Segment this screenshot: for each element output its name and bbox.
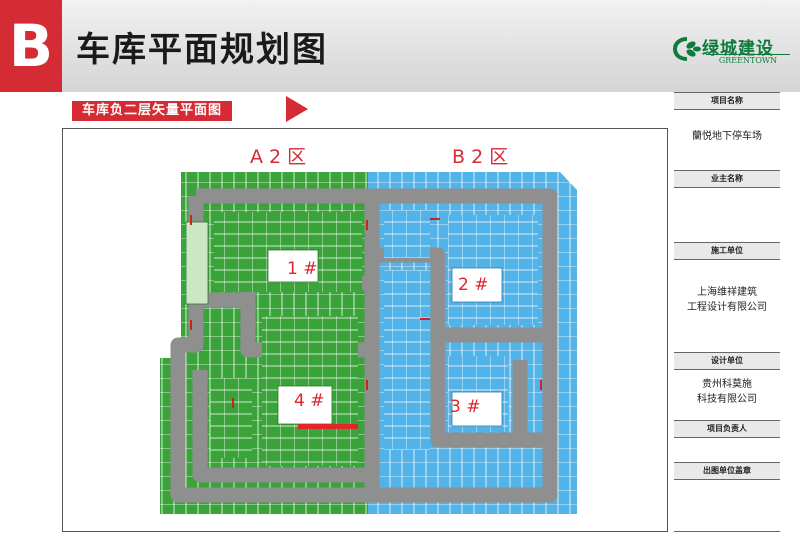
page-title: 车库平面规划图 bbox=[76, 30, 328, 70]
block-1-core bbox=[267, 249, 319, 283]
greentown-logo-icon bbox=[672, 37, 701, 61]
block-3-core bbox=[451, 391, 503, 427]
plan-subtitle: 车库负二层矢量平面图 bbox=[72, 101, 233, 121]
block-b-north bbox=[384, 210, 430, 258]
building-2-label: 2 # bbox=[458, 275, 488, 295]
info-row-seal: 出图单位盖章 bbox=[674, 462, 780, 532]
zone-b-label: B 2 区 bbox=[452, 146, 508, 168]
info-value-line: 工程设计有限公司 bbox=[687, 302, 767, 313]
info-row-owner: 业主名称 bbox=[674, 170, 780, 243]
building-3-label: 3 # bbox=[450, 397, 480, 417]
info-label: 项目名称 bbox=[674, 93, 780, 110]
info-label: 项目负责人 bbox=[674, 421, 780, 438]
info-label: 设计单位 bbox=[674, 353, 780, 370]
info-value-line: 贵州科莫施 bbox=[702, 379, 752, 390]
zone-a-label: A 2 区 bbox=[250, 146, 306, 168]
logo-english-text: GREENTOWN bbox=[706, 54, 790, 65]
block-b-west bbox=[384, 270, 430, 450]
info-value: 上海维祥建筑 工程设计有限公司 bbox=[674, 285, 780, 315]
info-value-line: 科技有限公司 bbox=[697, 394, 757, 405]
section-badge: B bbox=[0, 0, 62, 92]
info-row-designer: 设计单位 贵州科莫施 科技有限公司 bbox=[674, 352, 780, 421]
company-logo: 绿城建设 GREENTOWN bbox=[672, 34, 794, 68]
subtitle-arrow-icon bbox=[286, 96, 308, 122]
info-label: 施工单位 bbox=[674, 243, 780, 260]
building-4-label: 4 # bbox=[294, 391, 324, 411]
plan-frame bbox=[62, 128, 668, 532]
block-4-core bbox=[277, 385, 333, 425]
building-1-label: 1 # bbox=[287, 259, 317, 279]
info-row-project: 项目名称 蘭悦地下停车场 bbox=[674, 92, 780, 171]
fire-marker bbox=[298, 424, 358, 429]
info-value-line: 上海维祥建筑 bbox=[697, 287, 757, 298]
info-label: 出图单位盖章 bbox=[674, 463, 780, 480]
info-panel: 项目名称 蘭悦地下停车场 业主名称 施工单位 上海维祥建筑 工程设计有限公司 设… bbox=[674, 92, 780, 532]
block-2-core bbox=[451, 267, 503, 303]
block-a-west bbox=[210, 378, 252, 458]
dimension-marks bbox=[190, 215, 542, 408]
info-label: 业主名称 bbox=[674, 171, 780, 188]
info-row-contractor: 施工单位 上海维祥建筑 工程设计有限公司 bbox=[674, 242, 780, 353]
header-bar: B 车库平面规划图 绿城建设 GREENTOWN bbox=[0, 0, 800, 92]
block-a-ramp bbox=[185, 221, 209, 305]
info-value: 蘭悦地下停车场 bbox=[674, 129, 780, 144]
info-row-manager: 项目负责人 bbox=[674, 420, 780, 463]
info-value: 贵州科莫施 科技有限公司 bbox=[674, 377, 780, 407]
info-value-line: 蘭悦地下停车场 bbox=[692, 131, 762, 142]
